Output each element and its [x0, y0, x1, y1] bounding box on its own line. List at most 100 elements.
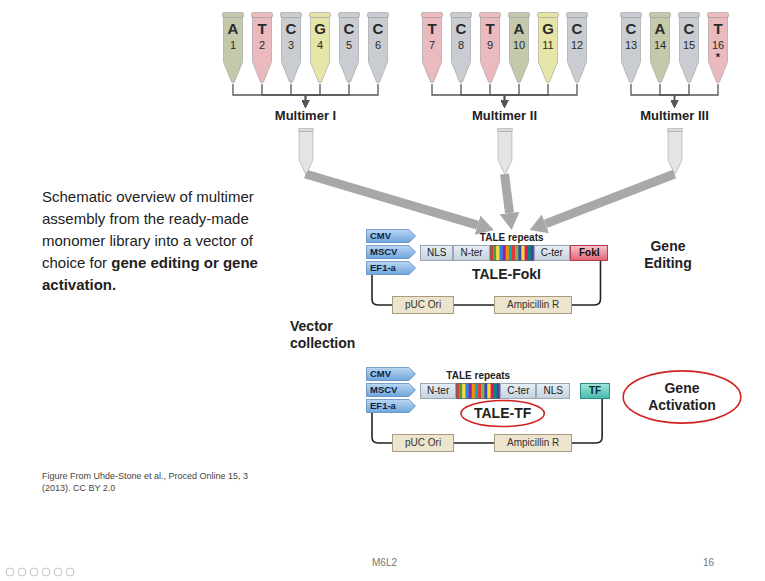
section-label: Vector collection	[290, 318, 368, 352]
monomer-tube: T9	[479, 12, 501, 84]
node-label: NLS	[427, 246, 446, 260]
node-label: FokI	[579, 246, 600, 260]
monomer-tube: T7	[421, 12, 443, 84]
monomer-number: 7	[421, 38, 443, 52]
tube-shape	[497, 128, 513, 174]
monomer-number: 14	[649, 38, 671, 52]
bracket-connector	[306, 84, 321, 100]
bracket-connector	[660, 84, 675, 100]
monomer-number: 15	[678, 38, 700, 52]
bracket-connector	[461, 84, 505, 100]
monomer-number: 6	[367, 38, 389, 52]
base-letter: T	[421, 20, 443, 38]
backbone-element: pUC Ori	[392, 296, 454, 314]
vector-element: N-ter	[420, 383, 456, 399]
monomer-tube: C13	[620, 12, 642, 84]
monomer-tube: G11	[537, 12, 559, 84]
monomer-tube: T16*	[707, 12, 729, 84]
node-label: Ampicillin R	[507, 435, 559, 451]
repeat-stripes	[490, 245, 534, 261]
node-label: Multimer II	[460, 108, 550, 124]
base-letter: C	[678, 20, 700, 38]
base-letter: G	[309, 20, 331, 38]
monomer-number: 8	[450, 38, 472, 52]
monomer-number: 2	[251, 38, 273, 52]
bracket-connector	[675, 84, 719, 100]
application-label: Gene Editing	[636, 238, 700, 272]
base-letter: T	[479, 20, 501, 38]
bracket-connector	[505, 84, 578, 100]
base-letter: G	[537, 20, 559, 38]
monomer-number: 5	[338, 38, 360, 52]
construct-name: TALE-TF	[474, 405, 531, 422]
monomer-tube: C8	[450, 12, 472, 84]
highlight-circle	[461, 400, 544, 426]
promoter-arrow: CMV	[366, 229, 416, 243]
monomer-number: 10	[508, 38, 530, 52]
monomer-number: 12	[566, 38, 588, 52]
monomer-number: 16	[707, 38, 729, 52]
multimer-tube: Multimer II	[460, 108, 550, 174]
node-label: EF1-a	[366, 261, 416, 275]
vector-element: NLS	[536, 383, 569, 399]
highlight-circle	[623, 371, 741, 423]
node-label: NLS	[543, 384, 562, 398]
node-label: N-ter	[427, 384, 449, 398]
base-letter: A	[222, 20, 244, 38]
node-label: C-ter	[541, 246, 563, 260]
vector-element: TF	[580, 383, 610, 399]
base-letter: A	[508, 20, 530, 38]
monomer-tube: C12	[566, 12, 588, 84]
bracket-connector	[233, 84, 306, 100]
monomer-number: 3	[280, 38, 302, 52]
bracket-connector	[306, 84, 350, 100]
construct-name: TALE-FokI	[472, 266, 541, 283]
monomer-tube: C15	[678, 12, 700, 84]
bracket-connector	[490, 84, 505, 100]
assembly-arrow	[505, 174, 510, 213]
figure-credit: Figure From Uhde-Stone et al., Proced On…	[42, 470, 270, 494]
node-label: N-ter	[460, 246, 482, 260]
base-letter: T	[707, 20, 729, 38]
node-label: Multimer III	[630, 108, 720, 124]
monomer-tube: C6	[367, 12, 389, 84]
node-label: pUC Ori	[405, 297, 441, 313]
node-label: pUC Ori	[405, 435, 441, 451]
node-label: Multimer I	[261, 108, 351, 124]
repeat-stripes	[456, 383, 500, 399]
monomer-tube: A1	[222, 12, 244, 84]
vector-element: NLS	[420, 245, 453, 261]
base-letter: C	[367, 20, 389, 38]
tube-shape	[298, 128, 314, 174]
base-letter: C	[620, 20, 642, 38]
vector-element: N-ter	[453, 245, 489, 261]
node-label: Ampicillin R	[507, 297, 559, 313]
node-label: TALE repeats	[446, 370, 510, 382]
bracket-connector	[505, 84, 520, 100]
monomer-tube: G4	[309, 12, 331, 84]
node-label: TALE repeats	[480, 232, 544, 244]
multimer-tube: Multimer I	[261, 108, 351, 174]
node-label: EF1-a	[366, 399, 416, 413]
monomer-tube: C5	[338, 12, 360, 84]
description-text: Schematic overview of multimer assembly …	[42, 186, 277, 296]
base-letter: C	[338, 20, 360, 38]
footer-text: M6L2	[372, 557, 397, 569]
promoter-arrow: EF1-a	[366, 399, 416, 413]
backbone-element: Ampicillin R	[494, 296, 572, 314]
monomer-number: 4	[309, 38, 331, 52]
node-label: MSCV	[366, 383, 416, 397]
monomer-number: 9	[479, 38, 501, 52]
vector-element: C-ter	[534, 245, 570, 261]
backbone-element: Ampicillin R	[494, 434, 572, 452]
assembly-arrow	[306, 174, 478, 225]
promoter-arrow: MSCV	[366, 383, 416, 397]
nav-icons	[6, 568, 74, 576]
monomer-number: *	[707, 52, 729, 62]
bracket-connector	[432, 84, 505, 100]
bracket-connector	[505, 84, 549, 100]
monomer-tube: A10	[508, 12, 530, 84]
bracket-connector	[262, 84, 306, 100]
promoter-arrow: CMV	[366, 367, 416, 381]
base-letter: A	[649, 20, 671, 38]
